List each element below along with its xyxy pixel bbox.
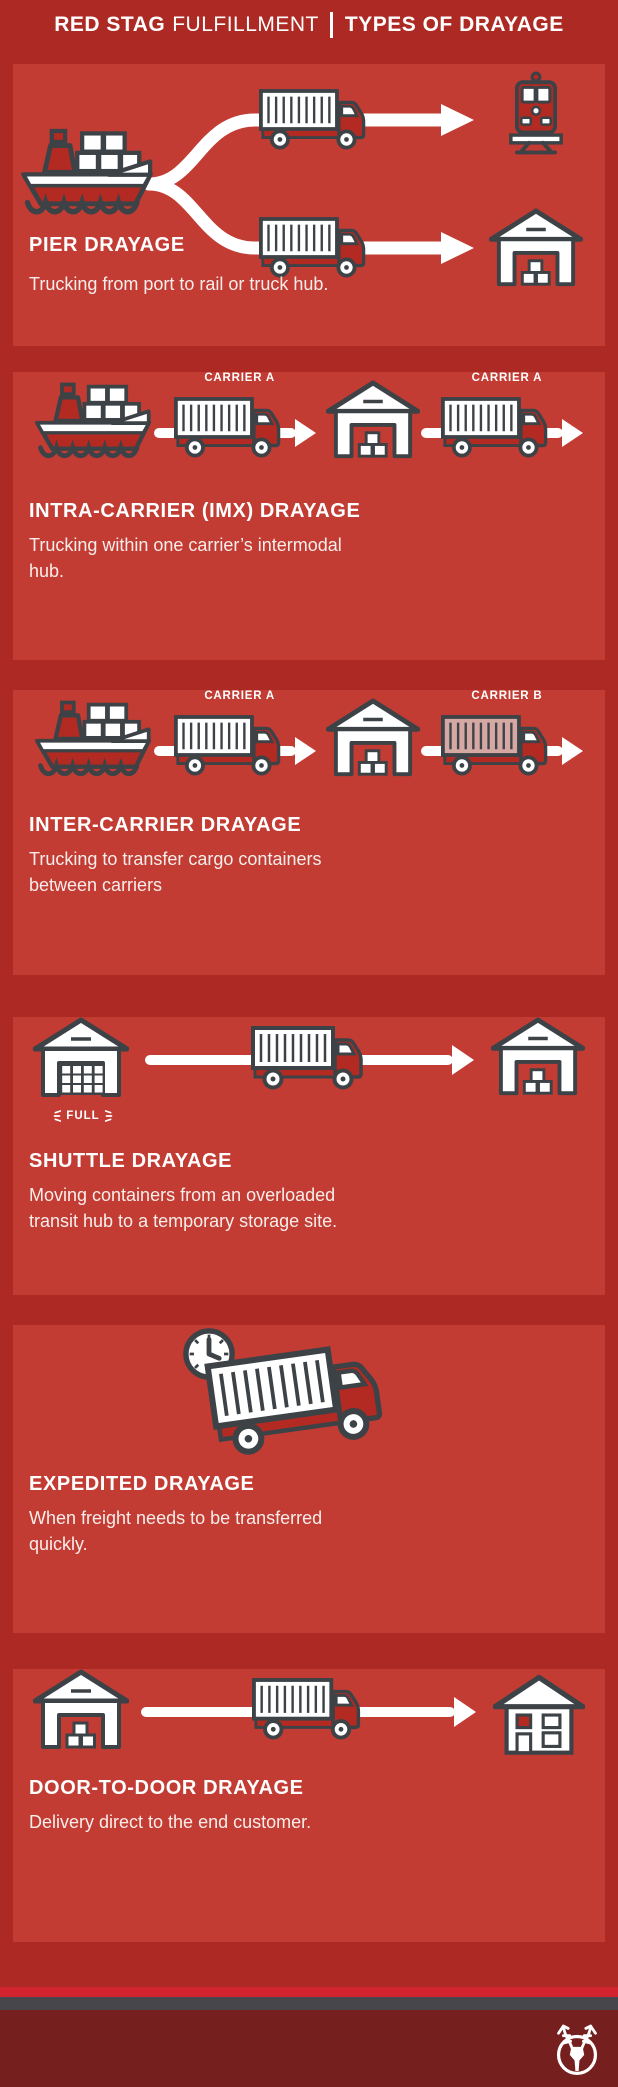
carrier-a-truck-arrow: CARRIER A xyxy=(153,690,318,782)
container-truck-icon xyxy=(251,1025,373,1091)
warehouse-icon xyxy=(33,1669,129,1755)
header-separator xyxy=(329,12,333,38)
footer-stripe-red xyxy=(0,1987,618,1997)
panel-pier-drayage: PIER DRAYAGE Trucking from port to rail … xyxy=(13,64,605,346)
panel-title: INTRA-CARRIER (IMX) DRAYAGE xyxy=(29,500,361,522)
diagram-row: FULL xyxy=(29,1017,589,1124)
footer-stripe-gray xyxy=(0,1997,618,2010)
burst-right-icon xyxy=(104,1108,114,1124)
panel-title: SHUTTLE DRAYAGE xyxy=(29,1150,233,1172)
carrier-label: CARRIER A xyxy=(204,690,275,702)
diagram-row xyxy=(29,1669,589,1755)
panel-description: When freight needs to be transferred qui… xyxy=(29,1508,323,1554)
carrier-label: CARRIER A xyxy=(471,372,543,384)
diagram-row: CARRIER A CARRIER B xyxy=(29,690,589,782)
brand-name-light: FULFILLMENT xyxy=(172,13,319,36)
truck-haul-arrow xyxy=(139,1671,483,1755)
cargo-ship-icon xyxy=(33,698,153,782)
full-warehouse-block: FULL xyxy=(33,1017,133,1124)
expedited-truck-graphic xyxy=(174,1325,444,1457)
burst-left-icon xyxy=(52,1108,62,1124)
truck-haul-arrow xyxy=(143,1017,481,1103)
panel-title: PIER DRAYAGE xyxy=(29,234,185,256)
panel-door-to-door-drayage: DOOR-TO-DOOR DRAYAGE Delivery direct to … xyxy=(13,1669,605,1942)
panel-expedited-drayage: EXPEDITED DRAYAGE When freight needs to … xyxy=(13,1325,605,1633)
panel-description: Moving containers from an overloaded tra… xyxy=(29,1185,338,1231)
carrier-label: CARRIER A xyxy=(204,372,275,384)
carrier-a-truck-arrow: CARRIER A xyxy=(153,372,318,464)
diagram-row: CARRIER A CARRIER A xyxy=(29,372,589,464)
full-text: FULL xyxy=(66,1110,100,1122)
container-truck-icon xyxy=(174,396,290,459)
carrier-a-truck-arrow: CARRIER A xyxy=(420,372,585,464)
red-stag-antler-logo-icon xyxy=(548,2018,606,2079)
panel-description: Trucking to transfer cargo containers be… xyxy=(29,849,322,895)
panel-description: Trucking within one carrier’s intermodal… xyxy=(29,535,342,581)
container-truck-icon xyxy=(441,396,557,459)
cargo-ship-icon xyxy=(19,126,155,221)
fork-split-arrows xyxy=(142,104,474,264)
carrier-b-truck-arrow: CARRIER B xyxy=(420,690,585,782)
house-icon xyxy=(493,1673,585,1755)
footer-bar xyxy=(0,2010,618,2087)
train-icon xyxy=(503,70,569,155)
cargo-ship-icon xyxy=(33,380,153,464)
brand-name-bold: RED STAG xyxy=(54,13,166,36)
warehouse-icon xyxy=(326,380,420,464)
panel-title: EXPEDITED DRAYAGE xyxy=(29,1473,255,1495)
warehouse-icon xyxy=(326,698,420,782)
panel-title: INTER-CARRIER DRAYAGE xyxy=(29,814,302,836)
container-truck-icon xyxy=(252,1677,370,1741)
panel-description: Delivery direct to the end customer. xyxy=(29,1812,312,1832)
panel-title: DOOR-TO-DOOR DRAYAGE xyxy=(29,1777,304,1799)
panel-intra-carrier-drayage: CARRIER A CARRIER A INTRA-CARRIER (IMX) … xyxy=(13,372,605,660)
warehouse-icon xyxy=(491,1017,585,1101)
panel-shuttle-drayage: FULL SHUTTLE DRAYAGE Moving containers f… xyxy=(13,1017,605,1295)
panels-column: PIER DRAYAGE Trucking from port to rail … xyxy=(0,64,618,1942)
panel-description: Trucking from port to rail or truck hub. xyxy=(29,274,329,294)
header-bar: RED STAG FULFILLMENT TYPES OF DRAYAGE xyxy=(0,0,618,50)
warehouse-icon xyxy=(489,208,583,292)
container-truck-icon xyxy=(259,216,375,279)
carrier-label: CARRIER B xyxy=(471,690,543,702)
page-title: TYPES OF DRAYAGE xyxy=(344,13,564,36)
panel-inter-carrier-drayage: CARRIER A CARRIER B INTER-CARRIER DRAYAG… xyxy=(13,690,605,975)
container-truck-icon xyxy=(259,88,375,151)
container-truck-b-icon xyxy=(441,714,557,777)
container-truck-icon xyxy=(174,714,290,777)
full-label: FULL xyxy=(33,1108,133,1124)
warehouse-full-icon xyxy=(33,1017,133,1103)
